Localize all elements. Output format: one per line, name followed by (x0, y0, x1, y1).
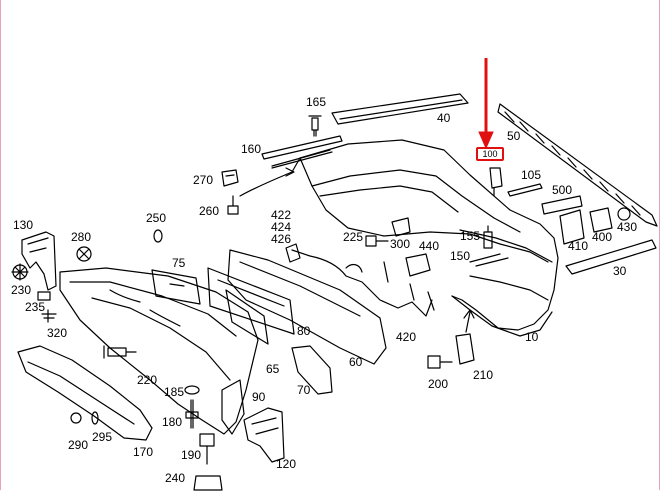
label-30: 30 (613, 264, 627, 278)
label-300: 300 (390, 237, 411, 251)
label-155: 155 (460, 229, 481, 243)
part-440-bracket (405, 253, 431, 277)
label-150: 150 (450, 249, 471, 263)
part-250-grommet (153, 229, 163, 243)
part-160-strip (261, 135, 343, 160)
part-280-nut (76, 246, 92, 262)
label-426: 426 (271, 232, 292, 246)
label-240: 240 (165, 471, 186, 485)
part-400-bracket (589, 207, 613, 233)
label-50: 50 (507, 129, 521, 143)
highlight-arrow (478, 58, 494, 150)
label-250: 250 (146, 211, 167, 225)
part-320-clip (41, 309, 57, 323)
part-105-strip (507, 183, 543, 197)
part-90-bracket (221, 379, 245, 435)
label-185: 185 (164, 385, 185, 399)
part-200-screw (427, 355, 453, 369)
label-165: 165 (306, 95, 327, 109)
part-165-bolt (308, 115, 322, 137)
part-75-pad (151, 269, 201, 305)
label-170: 170 (133, 445, 154, 459)
label-210: 210 (473, 368, 494, 382)
label-280: 280 (71, 230, 92, 244)
label-200: 200 (428, 377, 449, 391)
part-190-screw (199, 433, 215, 465)
part-260-screw (227, 195, 239, 215)
label-440: 440 (419, 239, 440, 253)
part-420-wiring-harness (291, 249, 433, 317)
part-120-bracket (243, 407, 285, 463)
part-290-washer (70, 412, 82, 424)
part-170-carrier (17, 345, 153, 441)
part-270-clip (221, 169, 239, 187)
part-100-tow-hook (489, 167, 503, 189)
part-410-reflector (559, 209, 585, 245)
label-230: 230 (11, 283, 32, 297)
part-225-bolt (365, 235, 389, 247)
part-185-washer (184, 385, 200, 395)
label-180: 180 (162, 415, 183, 429)
part-130-bracket (21, 231, 57, 291)
label-190: 190 (181, 448, 202, 462)
label-220: 220 (137, 373, 158, 387)
part-60-impact-bar (227, 249, 387, 365)
label-424: 424 (271, 220, 292, 234)
label-270: 270 (193, 173, 214, 187)
part-65-pad (225, 289, 269, 345)
label-410: 410 (568, 239, 589, 253)
highlight-box (476, 147, 504, 161)
label-90: 90 (252, 390, 266, 404)
part-80-pad (207, 267, 295, 335)
label-65: 65 (266, 362, 280, 376)
label-295: 295 (92, 430, 113, 444)
label-40: 40 (437, 111, 451, 125)
part-235-clip (37, 291, 51, 301)
label-430: 430 (617, 220, 638, 234)
label-225: 225 (343, 230, 364, 244)
part-295-grommet (91, 411, 99, 425)
label-320: 320 (47, 326, 68, 340)
part-300-sensor (391, 217, 411, 237)
label-260: 260 (199, 204, 220, 218)
label-420: 420 (396, 330, 417, 344)
part-150-clip (469, 253, 509, 267)
label-120: 120 (276, 457, 297, 471)
label-70: 70 (297, 383, 311, 397)
part-40-trim-strip (331, 93, 469, 125)
part-70-pad (291, 345, 333, 395)
label-422: 422 (271, 208, 292, 222)
label-500: 500 (552, 183, 573, 197)
label-400: 400 (592, 230, 613, 244)
label-130: 130 (13, 218, 34, 232)
lower-carrier (59, 267, 259, 435)
part-220-clip (103, 345, 137, 359)
label-60: 60 (349, 355, 363, 369)
part-30-strip (565, 239, 657, 275)
label-10: 10 (525, 330, 539, 344)
label-80: 80 (297, 324, 311, 338)
label-75: 75 (172, 256, 186, 270)
label-105: 105 (521, 168, 542, 182)
part-430-nut (617, 207, 631, 221)
part-10-bumper-cover (291, 139, 559, 331)
part-50-rail (497, 103, 658, 227)
label-290: 290 (68, 438, 89, 452)
label-160: 160 (241, 142, 262, 156)
part-240-clip (193, 475, 223, 491)
highlight-label: 100 (482, 149, 498, 159)
part-210-bracket (455, 333, 475, 365)
label-235: 235 (25, 300, 46, 314)
part-180-bolt (185, 399, 199, 429)
part-155-bolt (483, 225, 493, 249)
part-500-pad (541, 195, 583, 215)
